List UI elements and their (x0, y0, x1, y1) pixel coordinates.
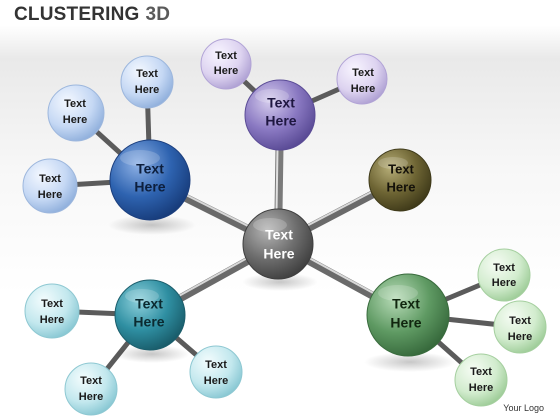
node-blue-left: Text Here (22, 158, 78, 214)
node-label-line2: Here (214, 65, 238, 77)
node-blue: Text Here (109, 139, 191, 221)
node-label-line1: Text (352, 67, 374, 79)
node-label-line1: Text (493, 262, 515, 274)
node-label-line1: Text (80, 375, 102, 387)
node-teal-right: Text Here (189, 345, 243, 399)
title-main: CLUSTERING (14, 4, 140, 25)
node-label-line2: Here (79, 391, 103, 403)
node-blue-upper: Text Here (47, 84, 105, 142)
node-label-line2: Here (351, 83, 375, 95)
node-label-line1: Text (136, 161, 164, 177)
node-label-line1: Text (135, 296, 163, 312)
node-purple-left: Text Here (200, 38, 252, 90)
node-label-line1: Text (267, 95, 295, 111)
node-label-line2: Here (492, 277, 516, 289)
node-label-line2: Here (133, 314, 164, 330)
node-green-top: Text Here (477, 248, 531, 302)
node-green: Text Here (366, 273, 450, 357)
shadows (108, 215, 456, 372)
node-teal: Text Here (114, 279, 186, 351)
title-accent: 3D (145, 4, 171, 25)
node-label-line1: Text (41, 298, 63, 310)
node-label-line2: Here (387, 179, 416, 194)
node-label-line1: Text (39, 173, 61, 185)
node-label-line2: Here (469, 382, 493, 394)
node-label-line2: Here (40, 314, 64, 326)
node-label-line2: Here (390, 315, 421, 331)
node-label-line1: Text (64, 98, 86, 110)
node-label-line2: Here (508, 331, 532, 343)
node-label-line1: Text (205, 359, 227, 371)
node-label-line1: Text (265, 227, 293, 243)
node-green-bottom: Text Here (454, 353, 508, 407)
node-label-line1: Text (136, 68, 158, 80)
node-olive: Text Here (368, 148, 432, 212)
node-purple: Text Here (244, 79, 316, 151)
node-label-line2: Here (38, 189, 62, 201)
node-center: Text Here (242, 208, 314, 280)
node-label-line1: Text (509, 315, 531, 327)
node-purple-right: Text Here (336, 53, 388, 105)
node-teal-bottom: Text Here (64, 362, 118, 416)
node-label-line2: Here (63, 114, 87, 126)
node-label-line1: Text (388, 161, 414, 176)
node-label-line2: Here (135, 84, 159, 96)
node-label-line2: Here (204, 375, 228, 387)
footer-logo: Your Logo (503, 403, 544, 413)
node-label-line2: Here (134, 179, 165, 195)
node-green-mid: Text Here (493, 300, 547, 354)
node-teal-left: Text Here (24, 283, 80, 339)
node-blue-top: Text Here (120, 55, 174, 109)
node-label-line2: Here (263, 246, 294, 262)
node-label-line2: Here (265, 113, 296, 129)
node-label-line1: Text (215, 50, 237, 62)
node-label-line1: Text (392, 296, 420, 312)
node-label-line1: Text (470, 366, 492, 378)
